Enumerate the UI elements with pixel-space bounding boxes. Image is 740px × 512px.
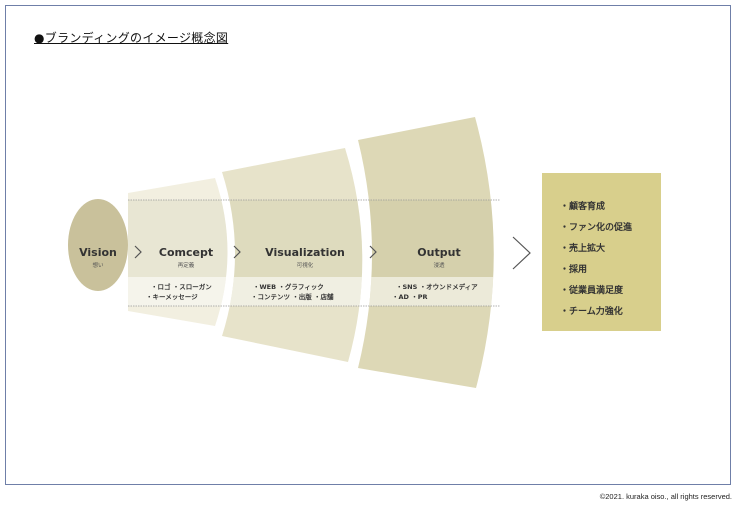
- concept-bullet: ・キーメッセージ: [146, 293, 198, 301]
- page-title: ●ブランディングのイメージ概念図: [34, 31, 229, 45]
- chevron-right-icon: [512, 236, 531, 270]
- stage-visualization-sub: 可視化: [297, 261, 314, 269]
- chevron-right-icon: [369, 245, 377, 259]
- visualization-bullet: ・コンテンツ ・出版 ・店舗: [251, 292, 334, 301]
- stage-vision-label: Vision: [79, 246, 117, 259]
- chevron-right-icon: [233, 245, 241, 259]
- concept-bullet: ・ロゴ ・スローガン: [151, 282, 212, 291]
- output-bullet: ・AD ・PR: [392, 293, 427, 301]
- stage-concept-sub: 再定義: [178, 261, 195, 269]
- stage-concept-label: Comcept: [159, 246, 213, 259]
- stage-output-label: Output: [417, 246, 460, 259]
- copyright: ©2021. kuraka oiso., all rights reserved…: [599, 492, 732, 501]
- result-item: ・顧客育成: [560, 200, 605, 212]
- visualization-segment: [222, 148, 363, 362]
- bullet-band: [128, 277, 494, 306]
- chevron-right-icon: [134, 245, 142, 259]
- result-item: ・ファン化の促進: [560, 221, 633, 233]
- stage-visualization-label: Visualization: [265, 246, 345, 259]
- results-box: [542, 173, 661, 331]
- output-bullet: ・SNS ・オウンドメディア: [396, 282, 478, 291]
- output-segment: [358, 117, 494, 388]
- diagram-frame: [5, 5, 731, 485]
- result-item: ・売上拡大: [560, 242, 605, 254]
- stage-vision-sub: 想い: [92, 261, 104, 269]
- result-item: ・チーム力強化: [560, 305, 623, 317]
- vision-ellipse: [68, 199, 128, 291]
- result-item: ・採用: [560, 263, 587, 275]
- visualization-bullet: ・WEB ・グラフィック: [253, 282, 324, 291]
- result-item: ・従業員満足度: [560, 284, 624, 296]
- stage-output-sub: 浸透: [433, 261, 445, 269]
